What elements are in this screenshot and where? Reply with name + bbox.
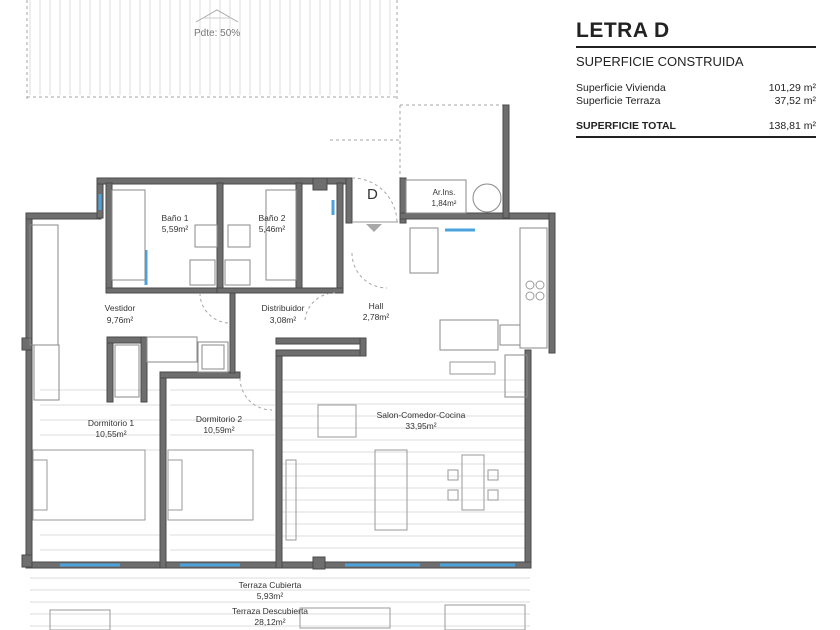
- room-name: Vestidor: [105, 303, 136, 313]
- room-name: Ar.Ins.: [433, 188, 456, 197]
- slope-label: Pdte: 50%: [194, 28, 240, 39]
- surface-total-label: SUPERFICIE TOTAL: [576, 120, 676, 132]
- room-name: Terraza Cubierta: [239, 580, 302, 590]
- surface-row-value: 101,29 m²: [768, 82, 816, 94]
- furniture: [32, 280, 545, 630]
- surface-row: Superficie Vivienda 101,29 m²: [576, 82, 816, 95]
- section-subtitle: SUPERFICIE CONSTRUIDA: [576, 54, 744, 69]
- windows: [60, 194, 515, 567]
- room-area: 10,55m²: [95, 429, 126, 439]
- room-labels: Baño 1 5,59m² Baño 2 5,46m² Ar.Ins. 1,84…: [88, 188, 466, 627]
- surface-row: Superficie Terraza 37,52 m²: [576, 95, 816, 108]
- room-area: 5,93m²: [257, 591, 284, 601]
- room-name: Salon-Comedor-Cocina: [377, 410, 466, 420]
- room-area: 9,76m²: [107, 315, 134, 325]
- surface-row-label: Superficie Vivienda: [576, 82, 666, 94]
- bottom-terrace-decking: [30, 577, 530, 627]
- unit-title: LETRA D: [576, 19, 670, 42]
- room-area: 2,78m²: [363, 312, 390, 322]
- room-name: Dormitorio 1: [88, 418, 135, 428]
- entry-arrow-icon: [366, 224, 382, 232]
- room-name: Baño 2: [259, 213, 286, 223]
- room-area: 28,12m²: [254, 617, 285, 627]
- entry-door-letter: D: [367, 186, 378, 203]
- room-area: 33,95m²: [405, 421, 436, 431]
- slope-arrow: [195, 9, 239, 23]
- surface-summary-panel: LETRA D SUPERFICIE CONSTRUIDA Superficie…: [576, 18, 816, 138]
- surface-row-label: Superficie Terraza: [576, 95, 661, 107]
- room-area: 10,59m²: [203, 425, 234, 435]
- room-area: 1,84m²: [432, 199, 457, 208]
- title-divider: [576, 46, 816, 48]
- surface-total-row: SUPERFICIE TOTAL 138,81 m²: [576, 120, 816, 138]
- room-name: Baño 1: [162, 213, 189, 223]
- surface-row-value: 37,52 m²: [774, 95, 816, 107]
- top-terrace-decking: [29, 0, 391, 95]
- room-name: Terraza Descubierta: [232, 606, 308, 616]
- room-area: 5,46m²: [259, 224, 286, 234]
- room-area: 5,59m²: [162, 224, 189, 234]
- room-name: Distribuidor: [262, 303, 305, 313]
- room-name: Hall: [369, 301, 384, 311]
- walls: [21, 104, 556, 570]
- room-area: 3,08m²: [270, 315, 297, 325]
- surface-total-value: 138,81 m²: [768, 120, 816, 132]
- room-name: Dormitorio 2: [196, 414, 243, 424]
